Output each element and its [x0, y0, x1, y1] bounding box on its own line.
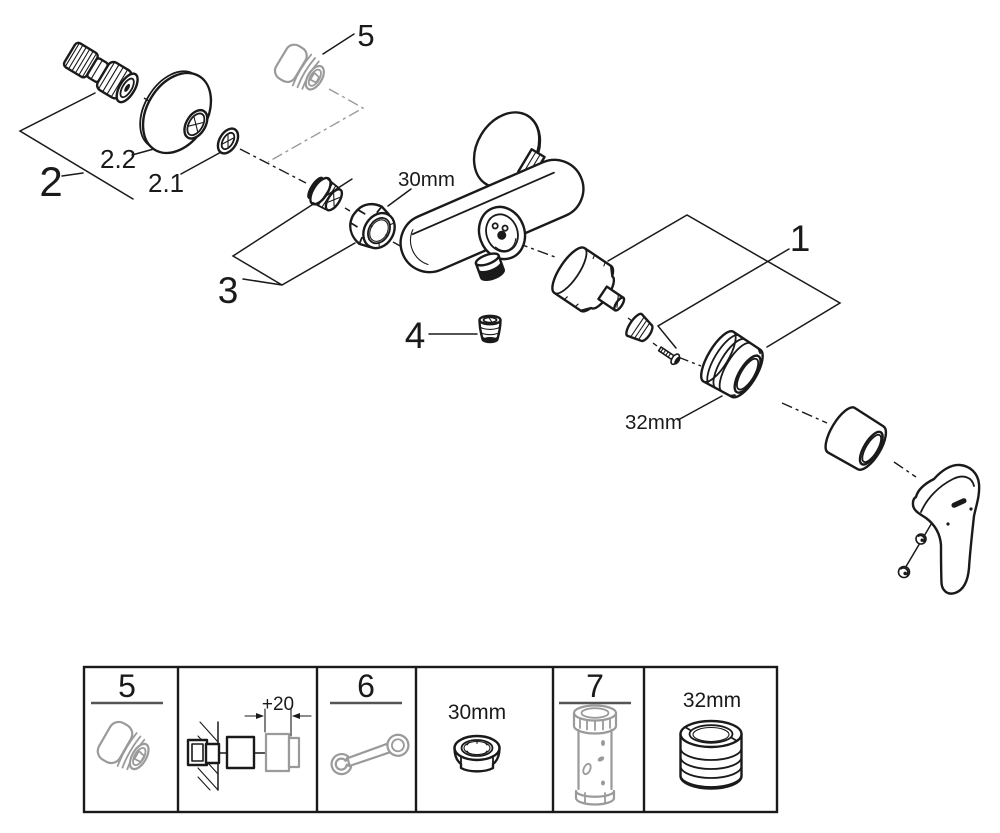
- alternate-part-axis-line: [267, 88, 365, 163]
- callout-5: 5: [357, 18, 374, 53]
- dimension-30mm: 30mm: [398, 168, 455, 191]
- callout-2-1: 2.1: [148, 168, 184, 198]
- callout-4: 4: [405, 315, 426, 356]
- union-nut-part: [349, 202, 396, 250]
- cartridge-part: [551, 246, 626, 313]
- callout-leader-lines: [18, 33, 934, 576]
- extension-nut-icon: [96, 720, 150, 771]
- callout-1: 1: [790, 218, 811, 259]
- legend-size-30mm: 30mm: [448, 701, 506, 724]
- check-valve-part: [478, 314, 502, 344]
- hex-nut-icon: [453, 734, 501, 773]
- callout-3: 3: [218, 270, 239, 311]
- washer-part: [216, 127, 240, 155]
- mixer-body-part: [399, 111, 585, 282]
- wall-mounting-dimension-icon: +20: [186, 694, 312, 791]
- threaded-plug-part: [307, 176, 344, 212]
- legend-label-6: 6: [357, 668, 375, 704]
- lever-handle-part: [911, 463, 981, 595]
- handle-screw-part: [657, 346, 681, 366]
- legend-size-32mm: 32mm: [683, 689, 741, 712]
- extension-nut-ghost-part: [273, 43, 325, 91]
- knurled-nut-part: [625, 312, 654, 343]
- threaded-ring-icon: [679, 719, 743, 790]
- socket-tool-icon: [572, 704, 618, 806]
- wall-union-part: [62, 41, 139, 104]
- assembly-axis-lines: [143, 97, 917, 478]
- legend-table: 5 +20 6: [82, 665, 779, 814]
- dimension-32mm: 32mm: [625, 411, 682, 434]
- legend-dimension-plus20: +20: [262, 694, 294, 715]
- handle-fixing-screw: [915, 533, 927, 545]
- handle-sleeve-part: [824, 406, 888, 471]
- callout-2-2: 2.2: [100, 144, 136, 174]
- legend-label-7: 7: [586, 668, 604, 704]
- retaining-ring-part: [700, 330, 764, 399]
- handle-fixing-screw: [897, 565, 911, 579]
- legend-label-5: 5: [118, 668, 136, 704]
- escutcheon-part: [139, 70, 213, 155]
- callout-2: 2: [39, 158, 62, 205]
- open-end-wrench-icon: [330, 733, 410, 776]
